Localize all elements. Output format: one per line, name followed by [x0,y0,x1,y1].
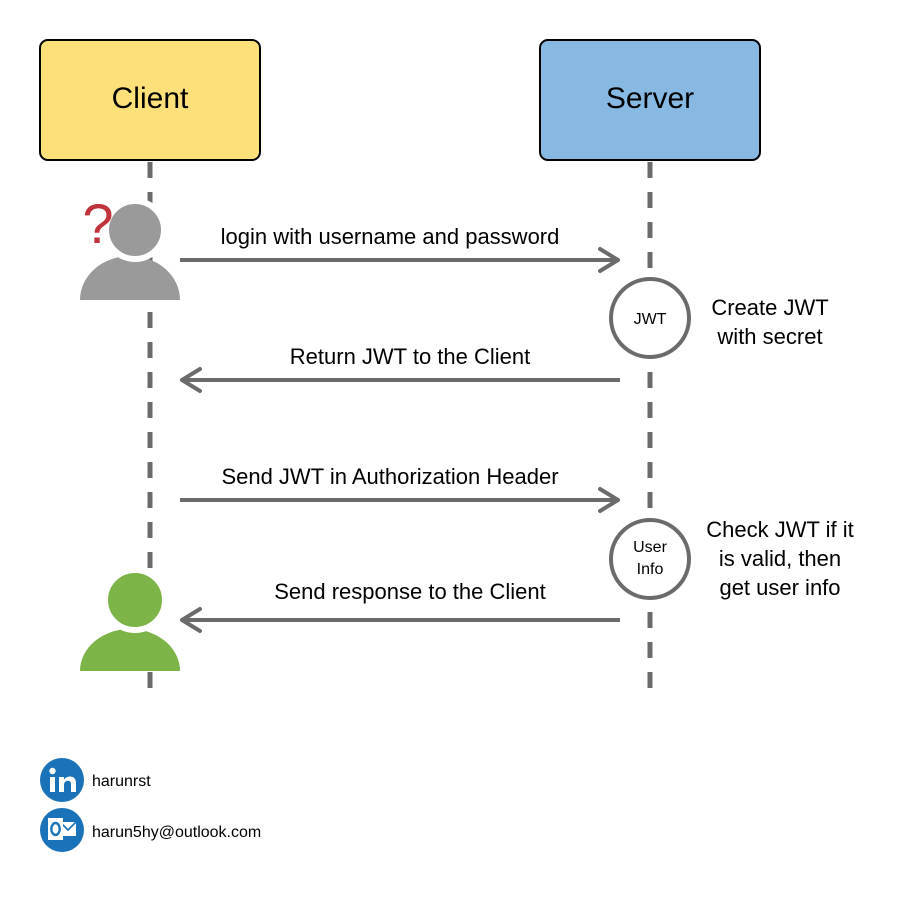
create-jwt-note-line-1: Create JWT [711,295,828,320]
authenticated-user-head [102,567,168,633]
server-label: Server [606,82,694,115]
server-participant: Server [539,39,761,161]
user-info-badge [609,518,691,600]
message-send-jwt: Send JWT in Authorization Header [180,464,620,513]
unknown-user-body [80,256,180,300]
message-send-jwt-label: Send JWT in Authorization Header [221,464,558,489]
linkedin-handle[interactable]: harunrst [92,773,151,790]
create-jwt-step: JWT Create JWT with secret [609,277,829,359]
client-box [39,39,261,161]
message-login-label: login with username and password [221,224,560,249]
contact-email[interactable]: harun5hy@outlook.com [40,808,261,852]
authenticated-user-icon [80,567,180,671]
arrowhead-right-icon [598,247,620,273]
user-info-badge-line-1: User [633,539,667,556]
message-return-jwt: Return JWT to the Client [180,344,620,393]
arrowhead-left-icon [180,367,202,393]
unknown-user-icon: ? [80,192,180,300]
check-jwt-note-line-3: get user info [719,575,840,600]
client-participant: Client [39,39,261,161]
create-jwt-note-line-2: with secret [716,324,822,349]
client-label: Client [112,82,189,115]
arrowhead-left-icon [180,607,202,633]
outlook-icon [40,808,84,852]
user-info-badge-line-2: Info [637,561,664,578]
email-address[interactable]: harun5hy@outlook.com [92,824,261,841]
message-login: login with username and password [180,224,620,273]
jwt-badge [609,277,691,359]
contact-linkedin[interactable]: harunrst [40,758,151,802]
unknown-user-head [103,198,167,262]
check-jwt-note-line-1: Check JWT if it [706,517,854,542]
check-jwt-note-line-2: is valid, then [719,546,841,571]
linkedin-icon [40,758,84,802]
message-return-jwt-label: Return JWT to the Client [290,344,530,369]
check-jwt-step: User Info Check JWT if it is valid, then… [609,517,854,600]
question-mark-icon: ? [82,192,113,255]
server-box [539,39,761,161]
authenticated-user-body [80,629,180,671]
message-send-response: Send response to the Client [180,579,620,633]
arrowhead-right-icon [598,487,620,513]
jwt-badge-label: JWT [634,311,667,328]
message-send-response-label: Send response to the Client [274,579,546,604]
